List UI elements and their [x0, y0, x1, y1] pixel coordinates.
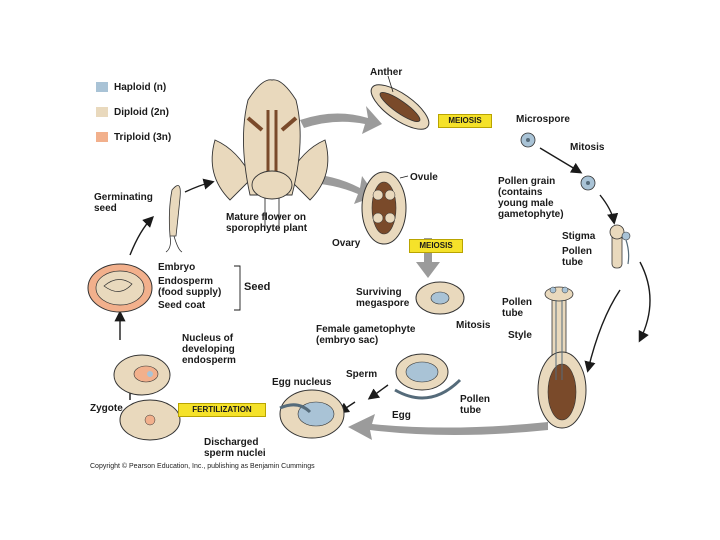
legend-diploid-swatch: [96, 107, 108, 117]
pollen-tube-label-1: Pollen: [562, 246, 593, 257]
embryo-label: Embryo: [158, 262, 196, 273]
developing-endosperm-illustration: [113, 354, 171, 396]
discharged-label-2: sperm nuclei: [204, 448, 266, 459]
arrow-pollen-to-stigma: [599, 194, 619, 225]
endosperm-label-2: (food supply): [158, 287, 222, 298]
pollen-tube-label-3b: tube: [460, 405, 482, 416]
egg-label: Egg: [392, 410, 411, 421]
pollen-tube-label-2: Pollen: [502, 297, 533, 308]
pollen-grain-note-1: (contains: [498, 187, 543, 198]
pollen-grain-note-2: young male: [498, 198, 554, 209]
nucleus-endosperm-label-2: developing: [182, 344, 235, 355]
seed-label: Seed: [244, 281, 271, 293]
grey-arrow-flower-to-anther: [300, 106, 382, 134]
grey-arrow-ovule-to-megaspore: [416, 238, 440, 278]
germinating-seed-label-1: Germinating: [94, 192, 153, 203]
copyright-text: Copyright © Pearson Education, Inc., pub…: [90, 463, 315, 470]
arrow-to-style: [584, 289, 621, 373]
nucleus-endosperm-label-1: Nucleus of: [182, 333, 234, 344]
nucleus-endosperm-label-3: endosperm: [182, 355, 236, 366]
arrow-microspore-to-pollen: [539, 147, 583, 174]
pollen-tube-label-3: Pollen: [460, 394, 491, 405]
mature-flower-illustration: [211, 79, 329, 230]
discharged-label-1: Discharged: [204, 437, 259, 448]
fertilization-box: FERTILIZATION: [178, 403, 266, 417]
legend-triploid-label: Triploid (3n): [114, 132, 172, 143]
female-gametophyte-label-2: (embryo sac): [316, 335, 379, 346]
stigma-illustration: [609, 224, 631, 269]
ovary-illustration: [361, 171, 409, 245]
arrow-seed-to-germinating: [129, 216, 154, 256]
carpel-illustration: [537, 286, 587, 429]
pollen-tube-label-2b: tube: [502, 308, 524, 319]
surviving-megaspore-label-1: Surviving: [356, 287, 402, 298]
microspore-label: Microspore: [516, 114, 570, 125]
arrow-female-to-sperm: [367, 384, 389, 400]
anther-label: Anther: [370, 67, 403, 78]
anther-illustration: [370, 75, 430, 130]
germinating-seed-label-2: seed: [94, 203, 117, 214]
pollen-grain-label: Pollen grain: [498, 176, 556, 187]
germinating-seed-illustration: [165, 185, 183, 253]
legend-diploid-label: Diploid (2n): [114, 107, 169, 118]
arrow-germinating-to-flower: [184, 178, 215, 193]
grey-arrow-pollen-to-fertilization: [348, 414, 548, 440]
mitosis-middle-label: Mitosis: [456, 320, 491, 331]
legend-haploid-label: Haploid (n): [114, 82, 167, 93]
pollen-grain-note-3: gametophyte): [498, 209, 564, 220]
seed-illustration: [87, 263, 241, 313]
arrow-stigma-down: [638, 261, 651, 343]
legend-haploid-swatch: [96, 82, 108, 92]
legend-triploid-swatch: [96, 132, 108, 142]
stigma-label: Stigma: [562, 231, 596, 242]
mature-flower-label-1: Mature flower on: [226, 212, 307, 223]
meiosis-middle-box: MEIOSIS: [409, 239, 463, 253]
style-label: Style: [508, 330, 532, 341]
surviving-megaspore-illustration: [415, 281, 465, 315]
pollen-grain-illustration: [580, 175, 596, 191]
female-gametophyte-illustration: [394, 353, 462, 400]
meiosis-top-box: MEIOSIS: [438, 114, 492, 128]
ovary-label: Ovary: [332, 238, 361, 249]
surviving-megaspore-label-2: megaspore: [356, 298, 410, 309]
pollen-tube-label-1b: tube: [562, 257, 584, 268]
microspore-illustration: [520, 132, 536, 148]
mature-flower-label-2: sporophyte plant: [226, 223, 308, 234]
zygote-label: Zygote: [90, 403, 123, 414]
endosperm-label-1: Endosperm: [158, 276, 214, 287]
mitosis-top-label: Mitosis: [570, 142, 605, 153]
egg-nucleus-label: Egg nucleus: [272, 377, 332, 388]
seed-coat-label: Seed coat: [158, 300, 206, 311]
ovule-label: Ovule: [410, 172, 438, 183]
sperm-label: Sperm: [346, 369, 378, 380]
female-gametophyte-label-1: Female gametophyte: [316, 324, 416, 335]
fertilization-illustration: [279, 389, 345, 439]
zygote-illustration: [119, 399, 181, 441]
